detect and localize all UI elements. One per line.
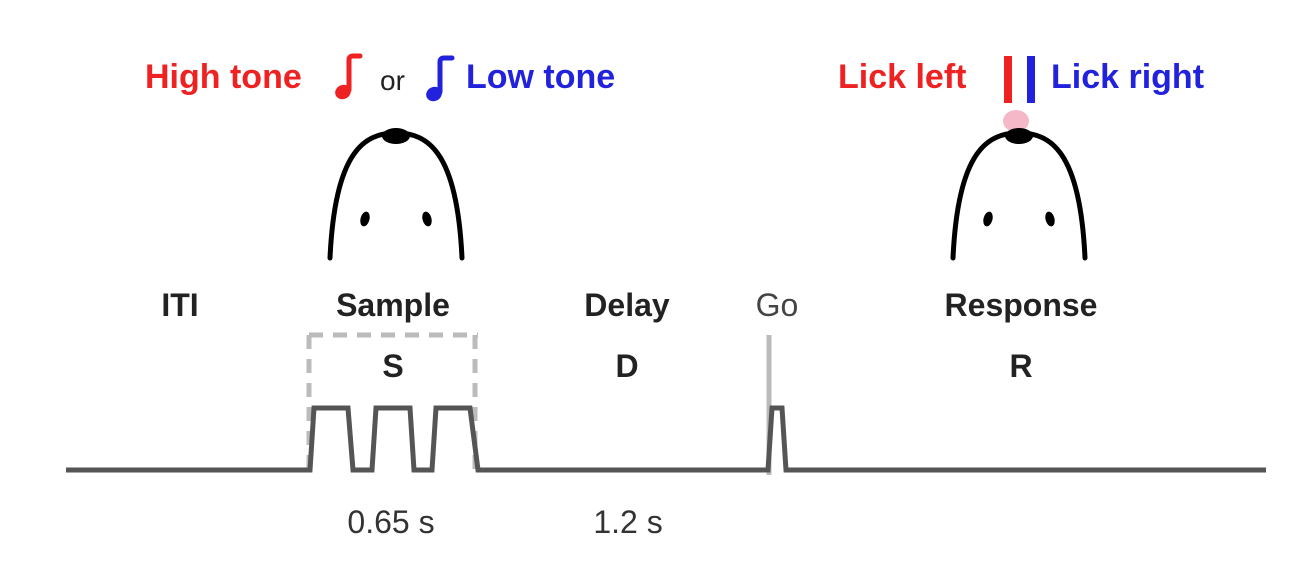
lick-right-label: Lick right xyxy=(1051,58,1204,96)
epoch-code-delay: D xyxy=(615,348,638,384)
epoch-delay-label: Delay xyxy=(584,287,670,323)
mouse-head-response-icon xyxy=(950,110,1088,261)
lick-port-left-icon xyxy=(1004,56,1012,103)
sample-duration-label: 0.65 s xyxy=(347,504,434,540)
timeline-trace xyxy=(66,405,1266,473)
sample-window-box xyxy=(306,332,478,475)
lick-left-label: Lick left xyxy=(838,58,966,96)
epoch-iti-label: ITI xyxy=(161,287,198,323)
epoch-response-label: Response xyxy=(945,287,1098,323)
high-note-icon xyxy=(335,53,363,100)
epoch-code-response: R xyxy=(1009,348,1032,384)
epoch-code-sample: S xyxy=(382,348,403,384)
or-label: or xyxy=(380,65,405,96)
epoch-sample-label: Sample xyxy=(336,287,450,323)
delay-duration-label: 1.2 s xyxy=(593,504,662,540)
tongue-icon xyxy=(1003,110,1029,132)
low-tone-label: Low tone xyxy=(466,58,615,96)
lick-port-right-icon xyxy=(1027,56,1035,103)
go-label: Go xyxy=(756,287,799,323)
high-tone-label: High tone xyxy=(145,58,302,96)
mouse-head-sample-icon xyxy=(327,128,465,261)
low-note-icon xyxy=(426,55,455,102)
